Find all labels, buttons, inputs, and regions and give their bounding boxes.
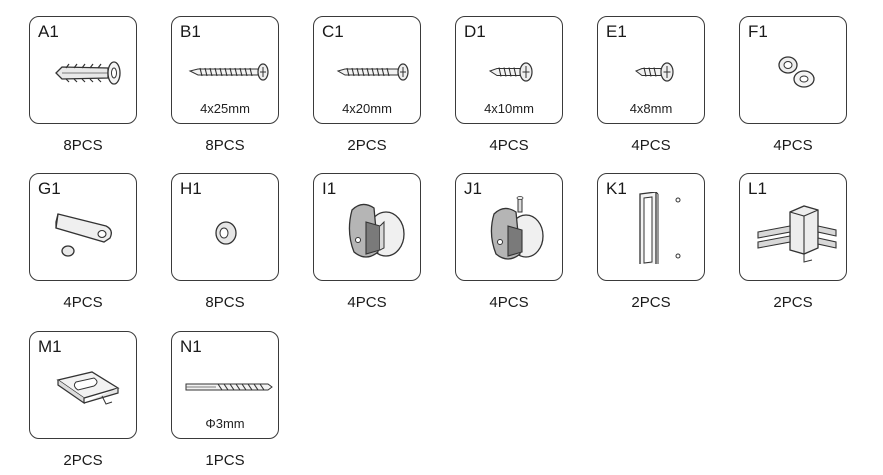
spacer-ring-icon — [215, 221, 237, 245]
part-quantity: 1PCS — [205, 452, 245, 469]
part-code: H1 — [180, 179, 202, 198]
part-code: M1 — [38, 337, 62, 356]
part-f1: F1 4PCS — [739, 16, 881, 154]
long-screw-icon — [188, 63, 269, 81]
part-e1: E1 4x8mm 4PCS — [597, 16, 739, 154]
bracket-with-cap-icon — [55, 213, 112, 257]
cam-connector-icon — [348, 203, 405, 258]
medium-screw-icon — [336, 63, 409, 81]
part-code: G1 — [38, 179, 61, 198]
part-k1: K1 2PCS — [597, 173, 739, 311]
washer-pair-icon — [778, 56, 815, 88]
part-quantity: 4PCS — [347, 294, 387, 311]
drill-bit-icon — [185, 383, 273, 391]
part-card: L1 — [739, 173, 847, 281]
part-c1: C1 4x20mm 2PCS — [313, 16, 455, 154]
part-quantity: 4PCS — [63, 294, 103, 311]
part-code: A1 — [38, 22, 59, 41]
part-quantity: 4PCS — [773, 137, 813, 154]
part-card: I1 — [313, 173, 421, 281]
part-quantity: 2PCS — [773, 294, 813, 311]
part-card: C1 4x20mm — [313, 16, 421, 124]
part-card: K1 — [597, 173, 705, 281]
part-a1: A1 8PCS — [29, 16, 171, 154]
part-m1: M1 2PCS — [29, 331, 171, 469]
part-code: E1 — [606, 22, 627, 41]
part-card: D1 4x10mm — [455, 16, 563, 124]
part-card: A1 — [29, 16, 137, 124]
part-card: J1 — [455, 173, 563, 281]
slot-clip-icon — [56, 371, 120, 405]
part-j1: J1 4PCS — [455, 173, 597, 311]
part-card: N1 Φ3mm — [171, 331, 279, 439]
part-b1: B1 4x25mm 8PCS — [171, 16, 313, 154]
part-l1: L1 2PCS — [739, 173, 881, 311]
part-code: N1 — [180, 337, 202, 356]
part-size: 4x10mm — [484, 101, 534, 116]
part-g1: G1 4PCS — [29, 173, 171, 311]
small-screw-icon — [635, 62, 674, 82]
part-size: 4x20mm — [342, 101, 392, 116]
part-d1: D1 4x10mm 4PCS — [455, 16, 597, 154]
part-quantity: 8PCS — [205, 294, 245, 311]
part-code: J1 — [464, 179, 482, 198]
part-card: E1 4x8mm — [597, 16, 705, 124]
part-quantity: 2PCS — [631, 294, 671, 311]
part-code: K1 — [606, 179, 627, 198]
part-card: F1 — [739, 16, 847, 124]
part-code: D1 — [464, 22, 486, 41]
short-screw-icon — [488, 62, 533, 82]
part-code: F1 — [748, 22, 768, 41]
part-quantity: 4PCS — [489, 294, 529, 311]
part-code: L1 — [748, 179, 767, 198]
part-size: Φ3mm — [205, 416, 245, 431]
part-quantity: 4PCS — [631, 137, 671, 154]
part-card: B1 4x25mm — [171, 16, 279, 124]
part-size: 4x8mm — [629, 101, 673, 116]
part-i1: I1 4PCS — [313, 173, 455, 311]
part-code: I1 — [322, 179, 337, 198]
cam-connector-pin-icon — [490, 196, 544, 260]
part-code: C1 — [322, 22, 344, 41]
part-quantity: 2PCS — [347, 137, 387, 154]
part-h1: H1 8PCS — [171, 173, 313, 311]
handle-plate-icon — [639, 192, 681, 264]
part-size: 4x25mm — [200, 101, 250, 116]
part-quantity: 2PCS — [63, 452, 103, 469]
part-n1: N1 Φ3mm 1PCS — [171, 331, 313, 469]
part-code: B1 — [180, 22, 201, 41]
part-quantity: 4PCS — [489, 137, 529, 154]
wall-anchor-icon — [55, 61, 121, 85]
part-card: G1 — [29, 173, 137, 281]
corner-connector-icon — [757, 205, 837, 263]
part-card: H1 — [171, 173, 279, 281]
part-card: M1 — [29, 331, 137, 439]
part-quantity: 8PCS — [63, 137, 103, 154]
part-quantity: 8PCS — [205, 137, 245, 154]
